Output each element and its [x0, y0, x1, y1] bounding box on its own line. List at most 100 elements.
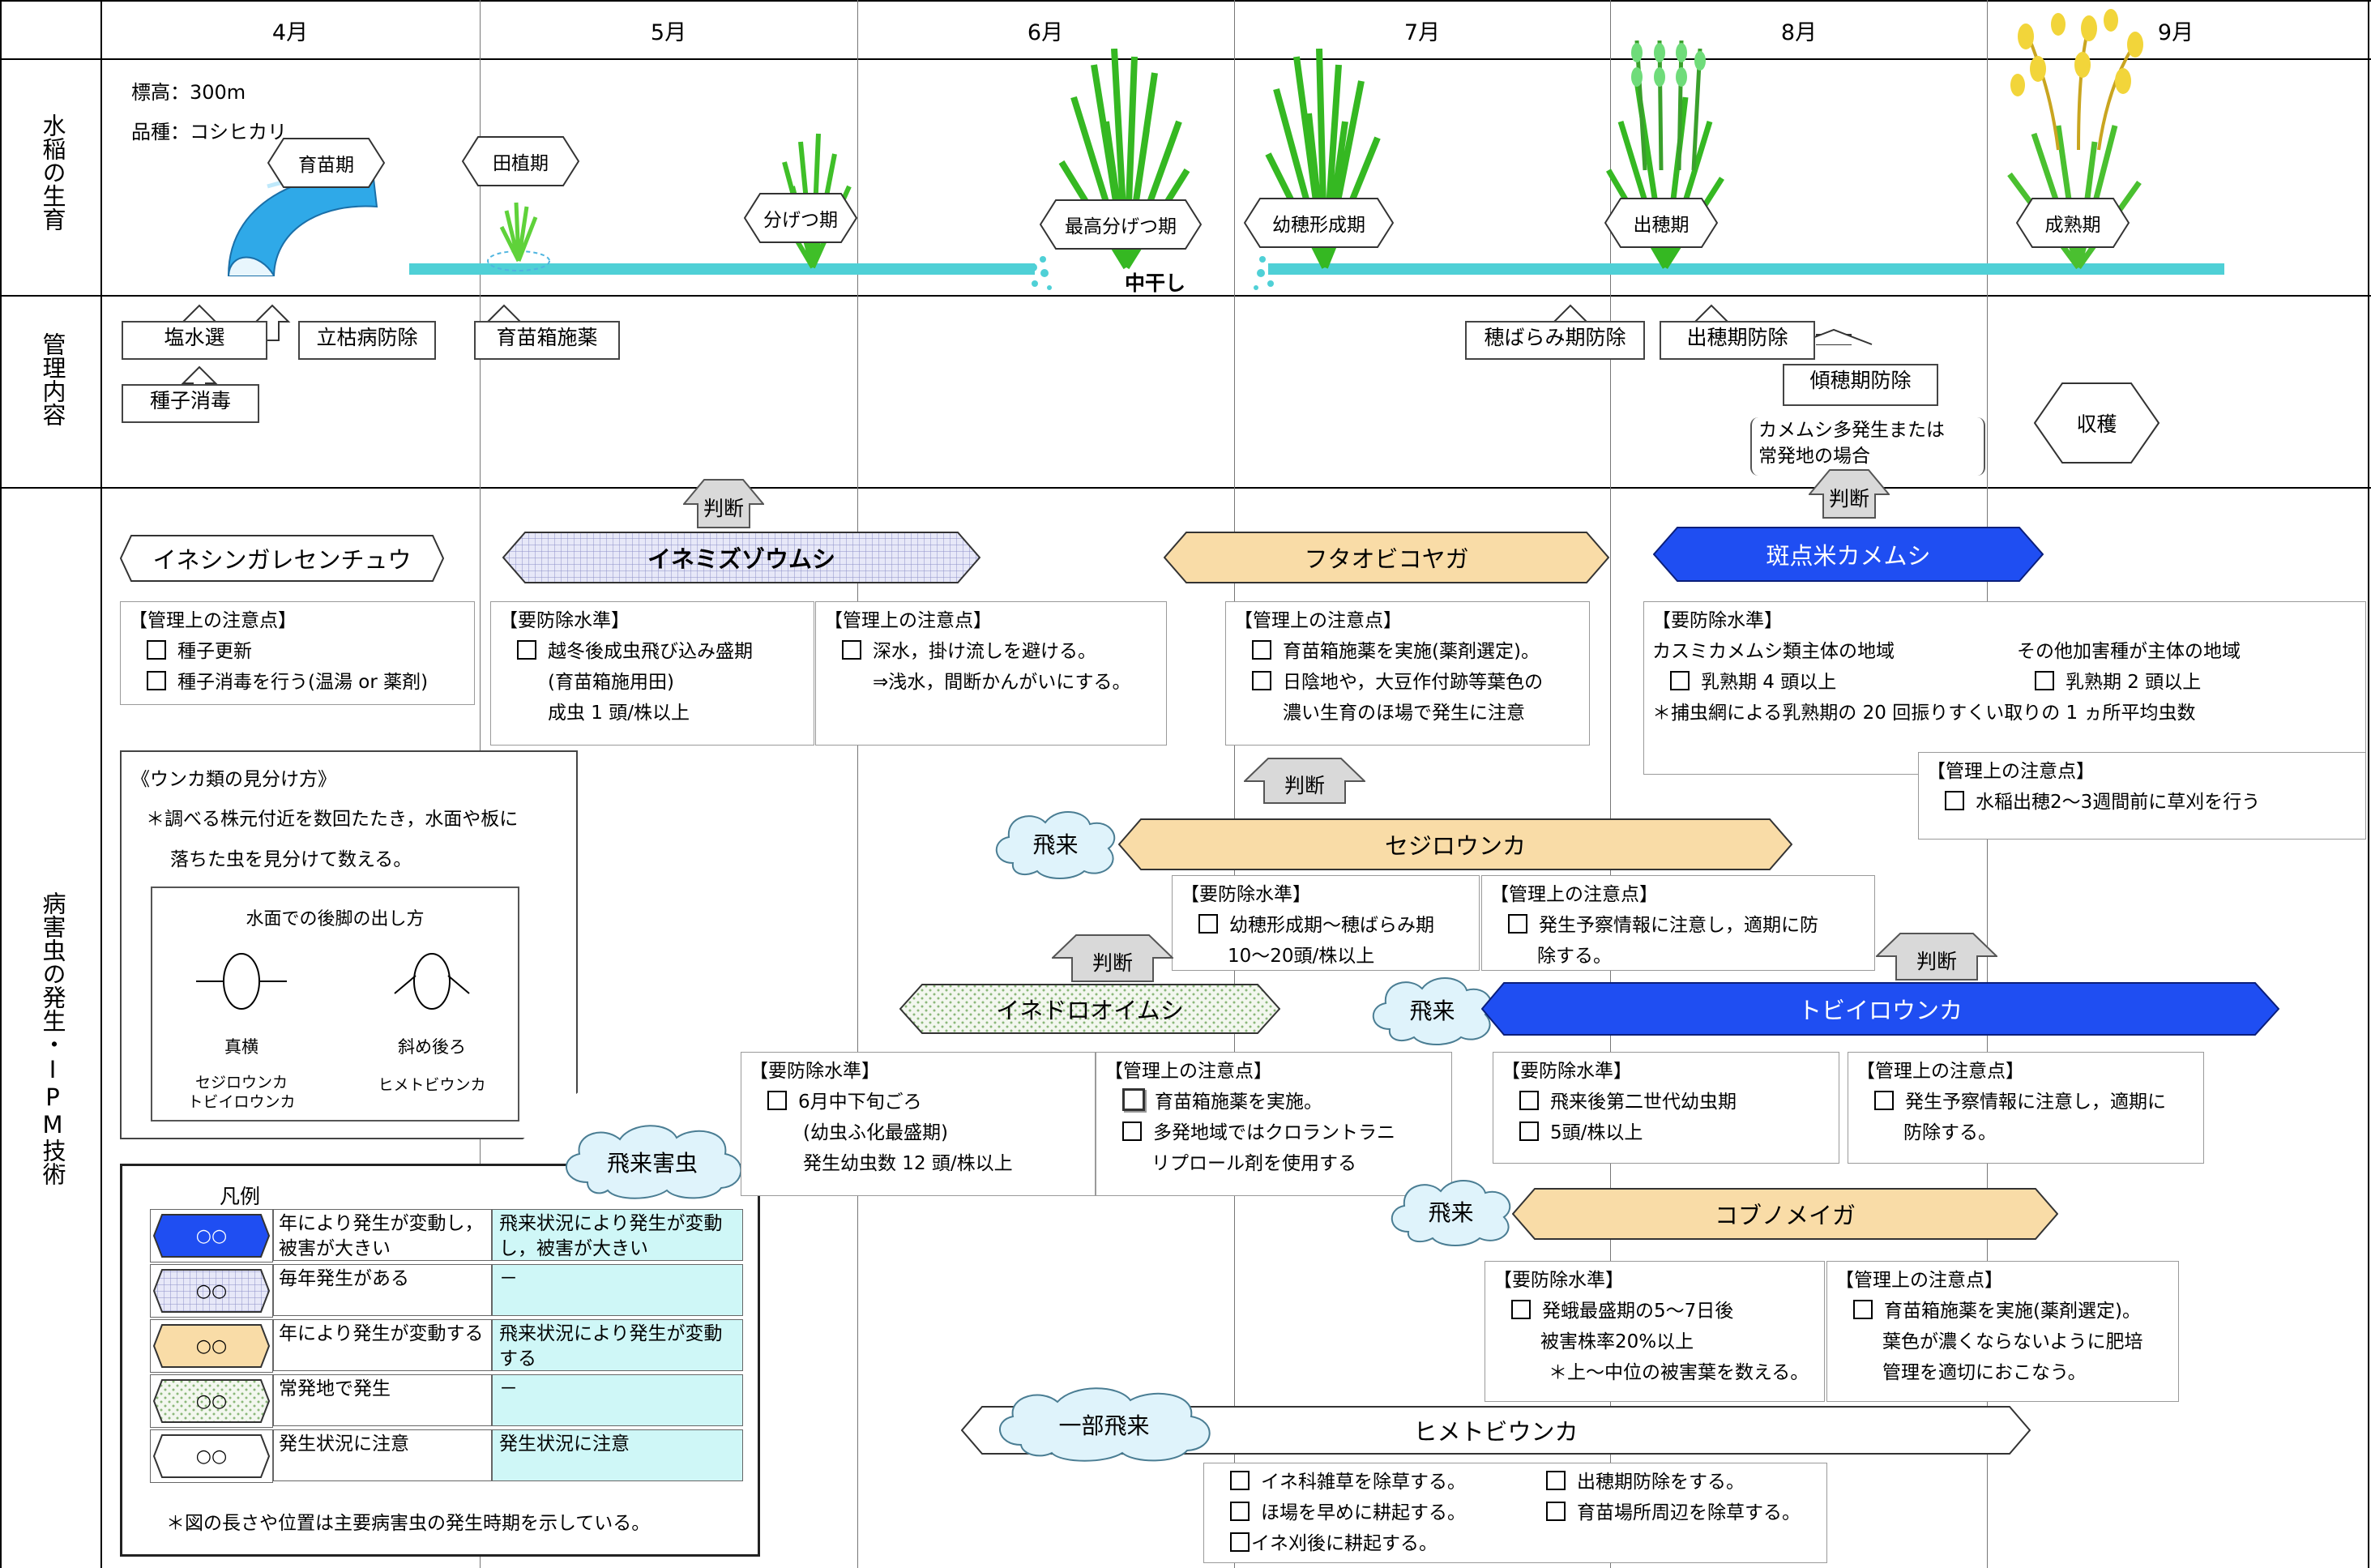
grid-right [2368, 0, 2369, 1568]
pest-banner-tobiirounka: トビイロウンカ [1481, 982, 2279, 1036]
checkbox-icon [147, 671, 166, 690]
note-kobunomeiga: 【管理上の注意点】 育苗箱施薬を実施(薬剤選定)。 葉色が濃くならないように肥培… [1826, 1261, 2179, 1402]
drain-splash-left [1029, 256, 1052, 290]
grid-management-bottom [0, 487, 2371, 489]
legend-row: ○○年により発生が変動し，被害が大きい飛来状況により発生が変動し，被害が大きい [150, 1209, 743, 1263]
judge-arrow-tobiirounka: 判断 [1876, 932, 1997, 981]
grid-header-bottom [0, 58, 2371, 60]
pest-banner-hantenmai: 斑点米カメムシ [1653, 527, 2044, 582]
threshold-hantenmai: 【要防除水準】 カスミカメムシ類主体の地域その他加害種が主体の地域 乳熟期 4 … [1643, 601, 2366, 775]
mgmt-harvest: 収穫 [2034, 382, 2160, 464]
judge-arrow-inedorooimushi: 判断 [1052, 934, 1173, 982]
checkbox-icon [1853, 1300, 1873, 1319]
grid-top [0, 0, 2371, 2]
checkbox-icon [1945, 791, 1964, 810]
checkbox-icon [1546, 1502, 1566, 1521]
month-jul: 7月 [1403, 20, 1441, 45]
legend-swatch: ○○ [150, 1209, 273, 1263]
insect-sideways-icon [196, 953, 287, 1010]
legend-description: 発生状況に注意 [273, 1429, 492, 1481]
stage-max-tillering: 最高分げつ期 [1040, 199, 1202, 250]
legend-footnote: ＊図の長さや位置は主要病害虫の発生時期を示している。 [166, 1513, 651, 1534]
mgmt-seed-disinfection: 種子消毒 [122, 384, 259, 423]
legend-swatch: ○○ [150, 1429, 273, 1483]
mgmt-salt-selection: 塩水選 [122, 321, 267, 360]
month-sep: 9月 [2157, 20, 2194, 45]
legend-arrival-description: － [492, 1264, 743, 1316]
grid-label-col [100, 0, 102, 1568]
variety-text: 品種：コシヒカリ [131, 121, 287, 143]
checkbox-icon [1252, 671, 1271, 690]
threshold-tobiirounka: 【要防除水準】 飛来後第二世代幼虫期 5頭/株以上 [1493, 1052, 1839, 1164]
insect-diagonal-icon [394, 953, 470, 1010]
grid-month-7 [1234, 0, 1235, 1568]
checkbox-icon [1230, 1471, 1250, 1490]
pest-banner-inedorooimushi: イネドロオイムシ [899, 984, 1280, 1034]
threshold-inedorooimushi: 【要防除水準】 6月中下旬ごろ (幼虫ふ化最盛期) 発生幼虫数 12 頭/株以上 [741, 1052, 1096, 1196]
mgmt-nursery-box-treatment: 育苗箱施薬 [474, 321, 620, 360]
month-aug: 8月 [1780, 20, 1818, 45]
arrival-cloud-tobiirounka: 飛来 [1365, 972, 1499, 1047]
checkbox-icon [1874, 1091, 1894, 1110]
legend-description: 年により発生が変動し，被害が大きい [273, 1209, 492, 1261]
pest-banner-himetobiunka: ヒメトビウンカ [961, 1406, 2031, 1455]
judge-arrow-inemizuzoumushi: 判断 [683, 478, 764, 528]
checkbox-icon [1122, 1088, 1145, 1111]
grid-month-6 [857, 0, 858, 1568]
mgmt-damping-off-control: 立枯病防除 [298, 321, 436, 360]
checkbox-icon [1511, 1300, 1531, 1319]
note-tobiirounka: 【管理上の注意点】 発生予察情報に注意し，適期に 防除する。 [1848, 1052, 2204, 1164]
legend-swatch: ○○ [150, 1319, 273, 1373]
legend-row: ○○発生状況に注意発生状況に注意 [150, 1429, 743, 1483]
mgmt-heading-control: 出穂期防除 [1660, 321, 1815, 360]
pest-banner-inemizuzoumushi: イネミズゾウムシ [502, 532, 980, 583]
checkbox-icon [517, 640, 536, 660]
checkbox-icon [842, 640, 861, 660]
note-inedorooimushi: 【管理上の注意点】 育苗箱施薬を実施。 多発地域ではクロラントラニ リプロール剤… [1096, 1052, 1452, 1196]
legend-arrival-description: 発生状況に注意 [492, 1429, 743, 1481]
checkbox-icon [2035, 671, 2054, 690]
stage-nursery: 育苗期 [267, 138, 385, 188]
checkbox-icon [1519, 1122, 1539, 1141]
arrival-cloud-sejirounka: 飛来 [989, 806, 1122, 881]
legend-arrival-description: － [492, 1374, 743, 1426]
drain-label: 中干し [1125, 271, 1186, 295]
legend-description: 常発地で発生 [273, 1374, 492, 1426]
month-may: 5月 [650, 20, 687, 45]
note-futaobikoyaga: 【管理上の注意点】 育苗箱施薬を実施(薬剤選定)。 日陰地や，大豆作付跡等葉色の… [1225, 601, 1590, 746]
mgmt-stinkbug-note: カメムシ多発生または 常発地の場合 [1750, 417, 1985, 476]
threshold-kobunomeiga: 【要防除水準】 発蛾最盛期の5～7日後 被害株率20%以上 ＊上～中位の被害葉を… [1485, 1261, 1825, 1402]
legend-row: ○○年により発生が変動する飛来状況により発生が変動する [150, 1319, 743, 1373]
judge-arrow-sejirounka: 判断 [1244, 757, 1365, 804]
mgmt-tilting-control: 傾穂期防除 [1783, 364, 1938, 406]
threshold-inemizuzoumushi: 【要防除水準】 越冬後成虫飛び込み盛期 (育苗箱施用田) 成虫 1 頭/株以上 [490, 601, 814, 746]
legend-row: ○○毎年発生がある－ [150, 1264, 743, 1318]
row-label-growth: 水稲の生育 [39, 113, 66, 231]
note-sejirounka: 【管理上の注意点】 発生予察情報に注意し，適期に防 除する。 [1481, 875, 1875, 971]
legend-swatch: ○○ [150, 1264, 273, 1318]
stage-ripening: 成熟期 [2016, 198, 2130, 248]
checkbox-icon [1230, 1532, 1250, 1552]
legend-arrival-description: 飛来状況により発生が変動する [492, 1319, 743, 1371]
stage-panicle-formation: 幼穂形成期 [1244, 198, 1394, 248]
unka-guide-card: 《ウンカ類の見分け方》 ＊調べる株元付近を数回たたき，水面や板に 落ちた虫を見分… [120, 750, 578, 1139]
rice-seedling-icon [487, 202, 550, 271]
legend-description: 毎年発生がある [273, 1264, 492, 1316]
pest-banner-futaobikoyaga: フタオビコヤガ [1164, 532, 1609, 583]
legend-arrival-cloud: 飛来害虫 [555, 1122, 750, 1203]
pest-banner-sejirounka: セジロウンカ [1118, 818, 1792, 870]
grid-growth-bottom [0, 295, 2371, 297]
checkbox-icon [1230, 1502, 1250, 1521]
water-line-early [409, 263, 1035, 275]
rice-heading-icon [1605, 40, 1724, 269]
stage-heading: 出穂期 [1604, 198, 1718, 248]
pest-banner-kobunomeiga: コブノメイガ [1512, 1188, 2058, 1240]
legend-row: ○○常発地で発生－ [150, 1374, 743, 1428]
row-label-pests: 病害虫の発生・IPM技術 [39, 891, 66, 1186]
mgmt-booting-control: 穂ばらみ期防除 [1465, 321, 1645, 360]
checkbox-icon [767, 1091, 787, 1110]
water-line-late [1268, 263, 2224, 275]
checkbox-icon [1198, 914, 1218, 934]
month-apr: 4月 [271, 20, 309, 45]
arrival-cloud-himetobiunka: 一部飛来 [989, 1384, 1220, 1465]
